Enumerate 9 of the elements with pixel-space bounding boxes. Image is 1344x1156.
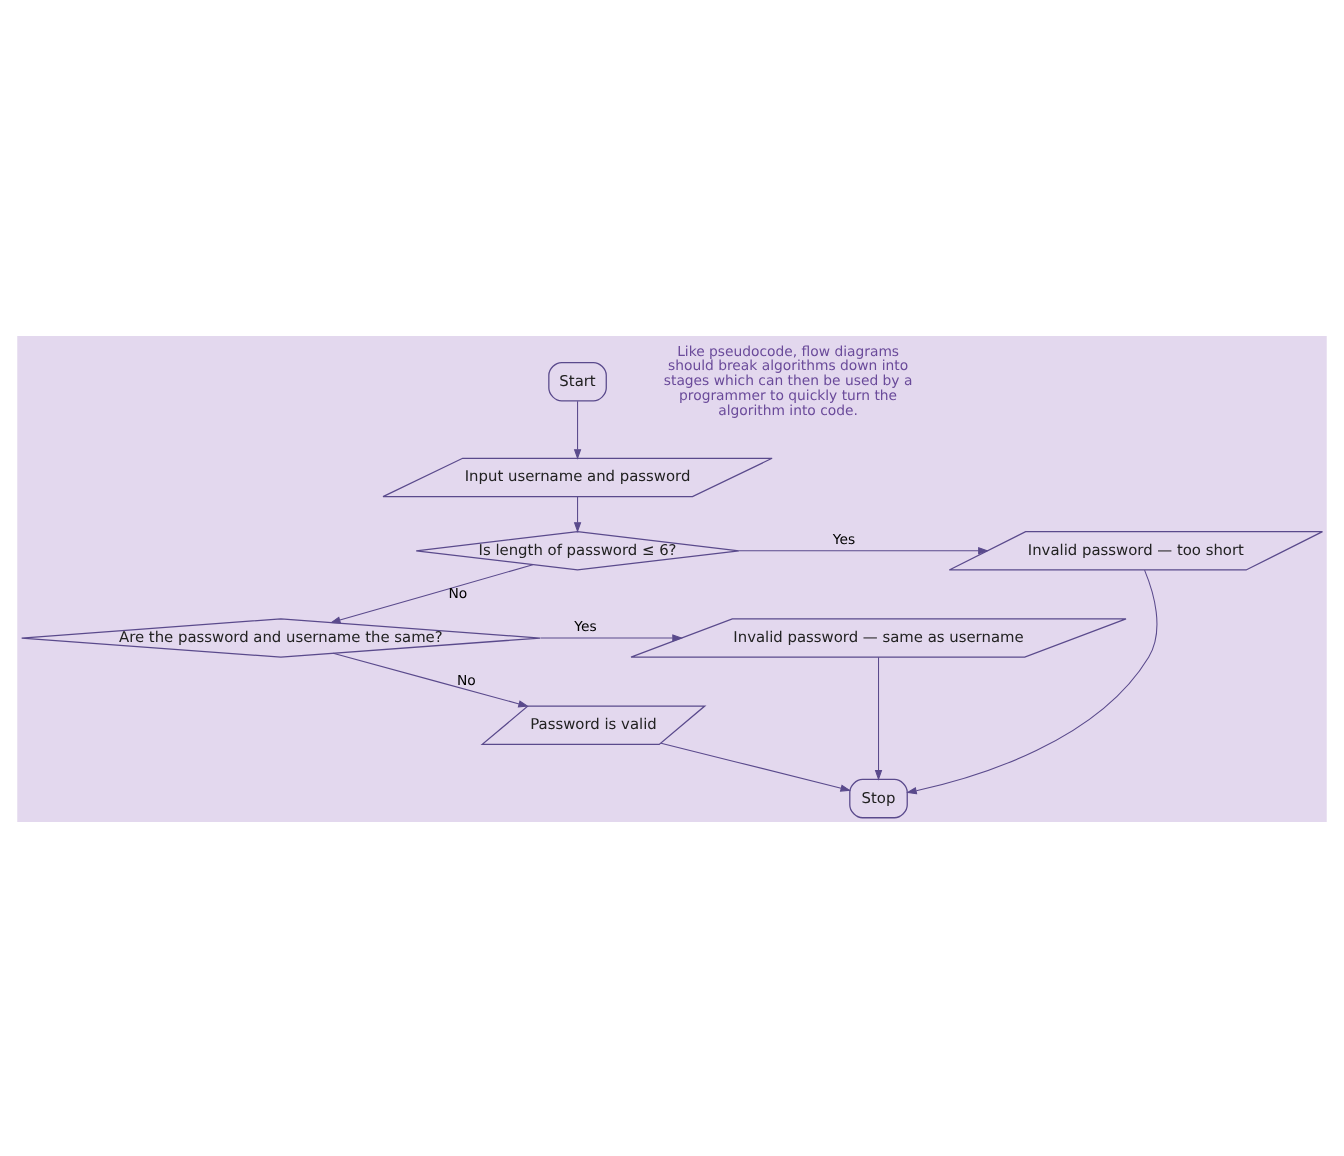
arrow <box>539 633 683 641</box>
arrow <box>874 655 883 780</box>
arrow <box>329 563 534 623</box>
arrow <box>738 546 989 554</box>
arrow <box>573 399 582 459</box>
arrow <box>573 495 582 532</box>
arrow <box>906 568 1158 794</box>
arrow <box>660 741 852 791</box>
arrow <box>332 651 529 707</box>
